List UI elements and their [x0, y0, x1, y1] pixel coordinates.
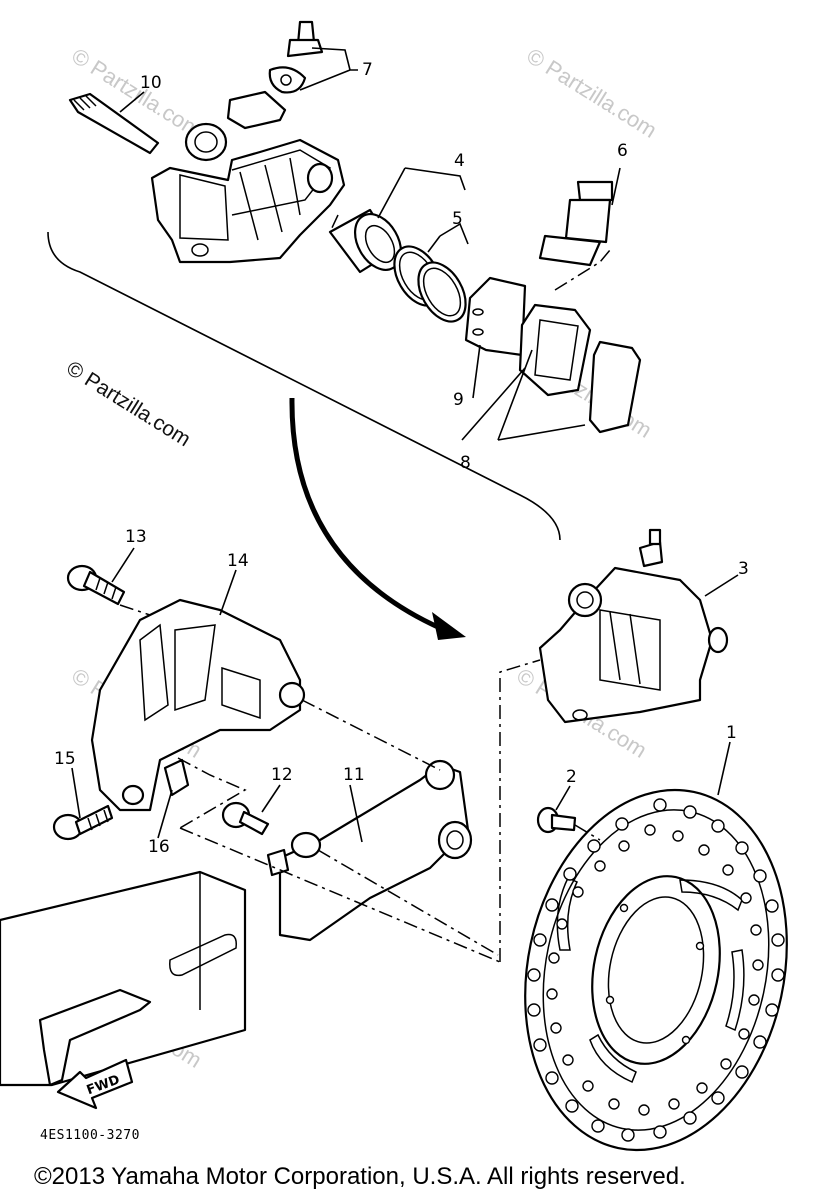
assembly-line — [499, 659, 541, 962]
copyright-notice: ©2013 Yamaha Motor Corporation, U.S.A. A… — [34, 1163, 686, 1190]
group-bracket — [47, 231, 561, 541]
callout-12: 12 — [271, 765, 293, 785]
caliper-assembly — [538, 528, 729, 724]
callout-8: 8 — [460, 453, 471, 473]
assembly-line — [301, 699, 441, 771]
disc-bolt — [536, 806, 577, 834]
bolt-middle — [221, 801, 270, 836]
callout-13: 13 — [125, 527, 147, 547]
callout-6: 6 — [617, 141, 628, 161]
caliper-body-exploded — [150, 90, 346, 264]
assembly-line — [177, 757, 247, 829]
caliper-pin — [68, 92, 160, 155]
callout-numbers: 1 2 3 4 5 6 7 8 9 10 11 12 13 14 15 16 — [54, 60, 749, 857]
brake-pads — [464, 276, 642, 434]
piston-seals — [393, 245, 467, 323]
bolt-upper — [66, 564, 126, 606]
brake-disc — [524, 788, 788, 1152]
transfer-arrow — [289, 397, 442, 631]
callout-10: 10 — [140, 73, 162, 93]
callout-4: 4 — [454, 151, 465, 171]
disc-vent-holes — [527, 798, 785, 1142]
callout-7: 7 — [362, 60, 373, 80]
assembly-line — [179, 827, 501, 963]
torque-arm — [266, 759, 473, 942]
assembly-line — [119, 604, 151, 616]
assembly-line — [554, 249, 611, 291]
callout-11: 11 — [343, 765, 365, 785]
callout-5: 5 — [452, 209, 463, 229]
bolt-lower — [52, 804, 114, 841]
assembly-line — [329, 214, 339, 233]
swingarm — [0, 870, 247, 1087]
watermark: © Partzilla.com — [522, 43, 661, 143]
callout-2: 2 — [566, 767, 577, 787]
callout-3: 3 — [738, 559, 749, 579]
callout-15: 15 — [54, 749, 76, 769]
callout-9: 9 — [453, 390, 464, 410]
bleed-screw — [268, 20, 324, 94]
assembly-line — [574, 824, 601, 841]
assembly-line — [317, 849, 499, 956]
callout-14: 14 — [227, 551, 249, 571]
pad-spring — [538, 180, 614, 267]
piston — [328, 208, 403, 274]
leader-lines — [71, 47, 739, 843]
callout-1: 1 — [726, 723, 737, 743]
callout-16: 16 — [148, 837, 170, 857]
transfer-arrow-head — [432, 612, 466, 640]
diagram-code: 4ES1100-3270 — [40, 1128, 140, 1143]
watermark-main: © Partzilla.com — [62, 357, 194, 451]
caliper-bracket — [90, 598, 306, 812]
clip — [163, 758, 190, 797]
